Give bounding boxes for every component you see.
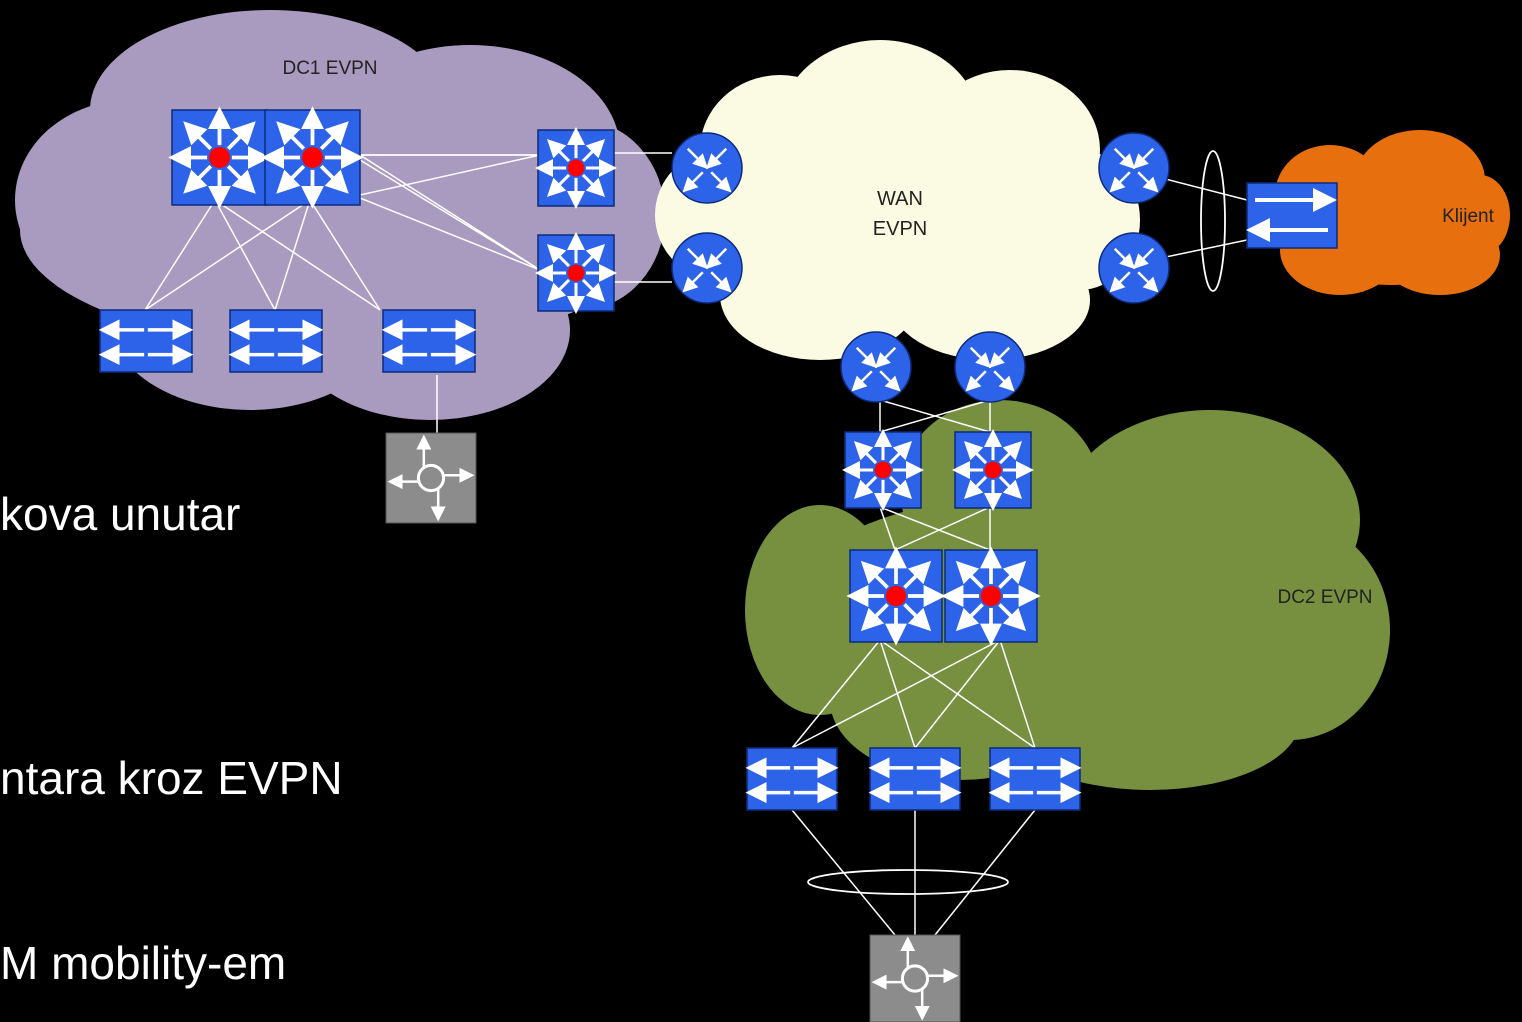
client-switch-icon [1246,182,1338,249]
dc2-spine-switch-1-icon [846,546,946,646]
dc1-leaf-switch-2-icon [228,309,324,373]
dc2-border-switch-2-icon [951,428,1035,512]
dc2-server-icon [869,934,961,1022]
dc2-spine-switch-2-icon [941,546,1041,646]
wan-router-dc2-2-icon [954,331,1026,403]
dc2-border-switch-1-icon [841,428,925,512]
slide-text-fragment-1: kova unutar [0,488,241,540]
dc1-cloud-label: DC1 EVPN [282,58,378,79]
lag-ellipse-client [1200,150,1226,292]
dc1-leaf-switch-3-icon [381,309,477,373]
client-cloud-label: Klijent [1442,206,1494,227]
wan-router-client-1-icon [1098,132,1170,204]
dc2-leaf-switch-1-icon [745,747,839,811]
dc2-leaf-switch-3-icon [988,747,1082,811]
wan-router-client-2-icon [1098,232,1170,304]
dc1-server-icon [385,432,477,524]
dc2-leaf-switch-2-icon [868,747,962,811]
dc1-spine-switch-1-icon [168,106,271,209]
dc1-spine-switch-2-icon [261,106,364,209]
wan-cloud-label-line1: WAN [877,188,923,210]
dc2-cloud-label: DC2 EVPN [1277,587,1373,608]
dc1-border-switch-1-icon [534,126,618,210]
wan-cloud-label-line2: EVPN [872,218,928,240]
wan-router-dc2-1-icon [840,331,912,403]
dc1-leaf-switch-1-icon [98,309,194,373]
slide-text-fragment-3: M mobility-em [0,937,287,989]
lag-ellipse-dc2 [807,869,1009,895]
wan-router-dc1-2-icon [671,232,743,304]
wan-cloud [655,40,1140,360]
wan-router-dc1-1-icon [671,132,743,204]
slide-text-fragment-2: ntara kroz EVPN [0,752,343,804]
dc1-border-switch-2-icon [534,231,618,315]
